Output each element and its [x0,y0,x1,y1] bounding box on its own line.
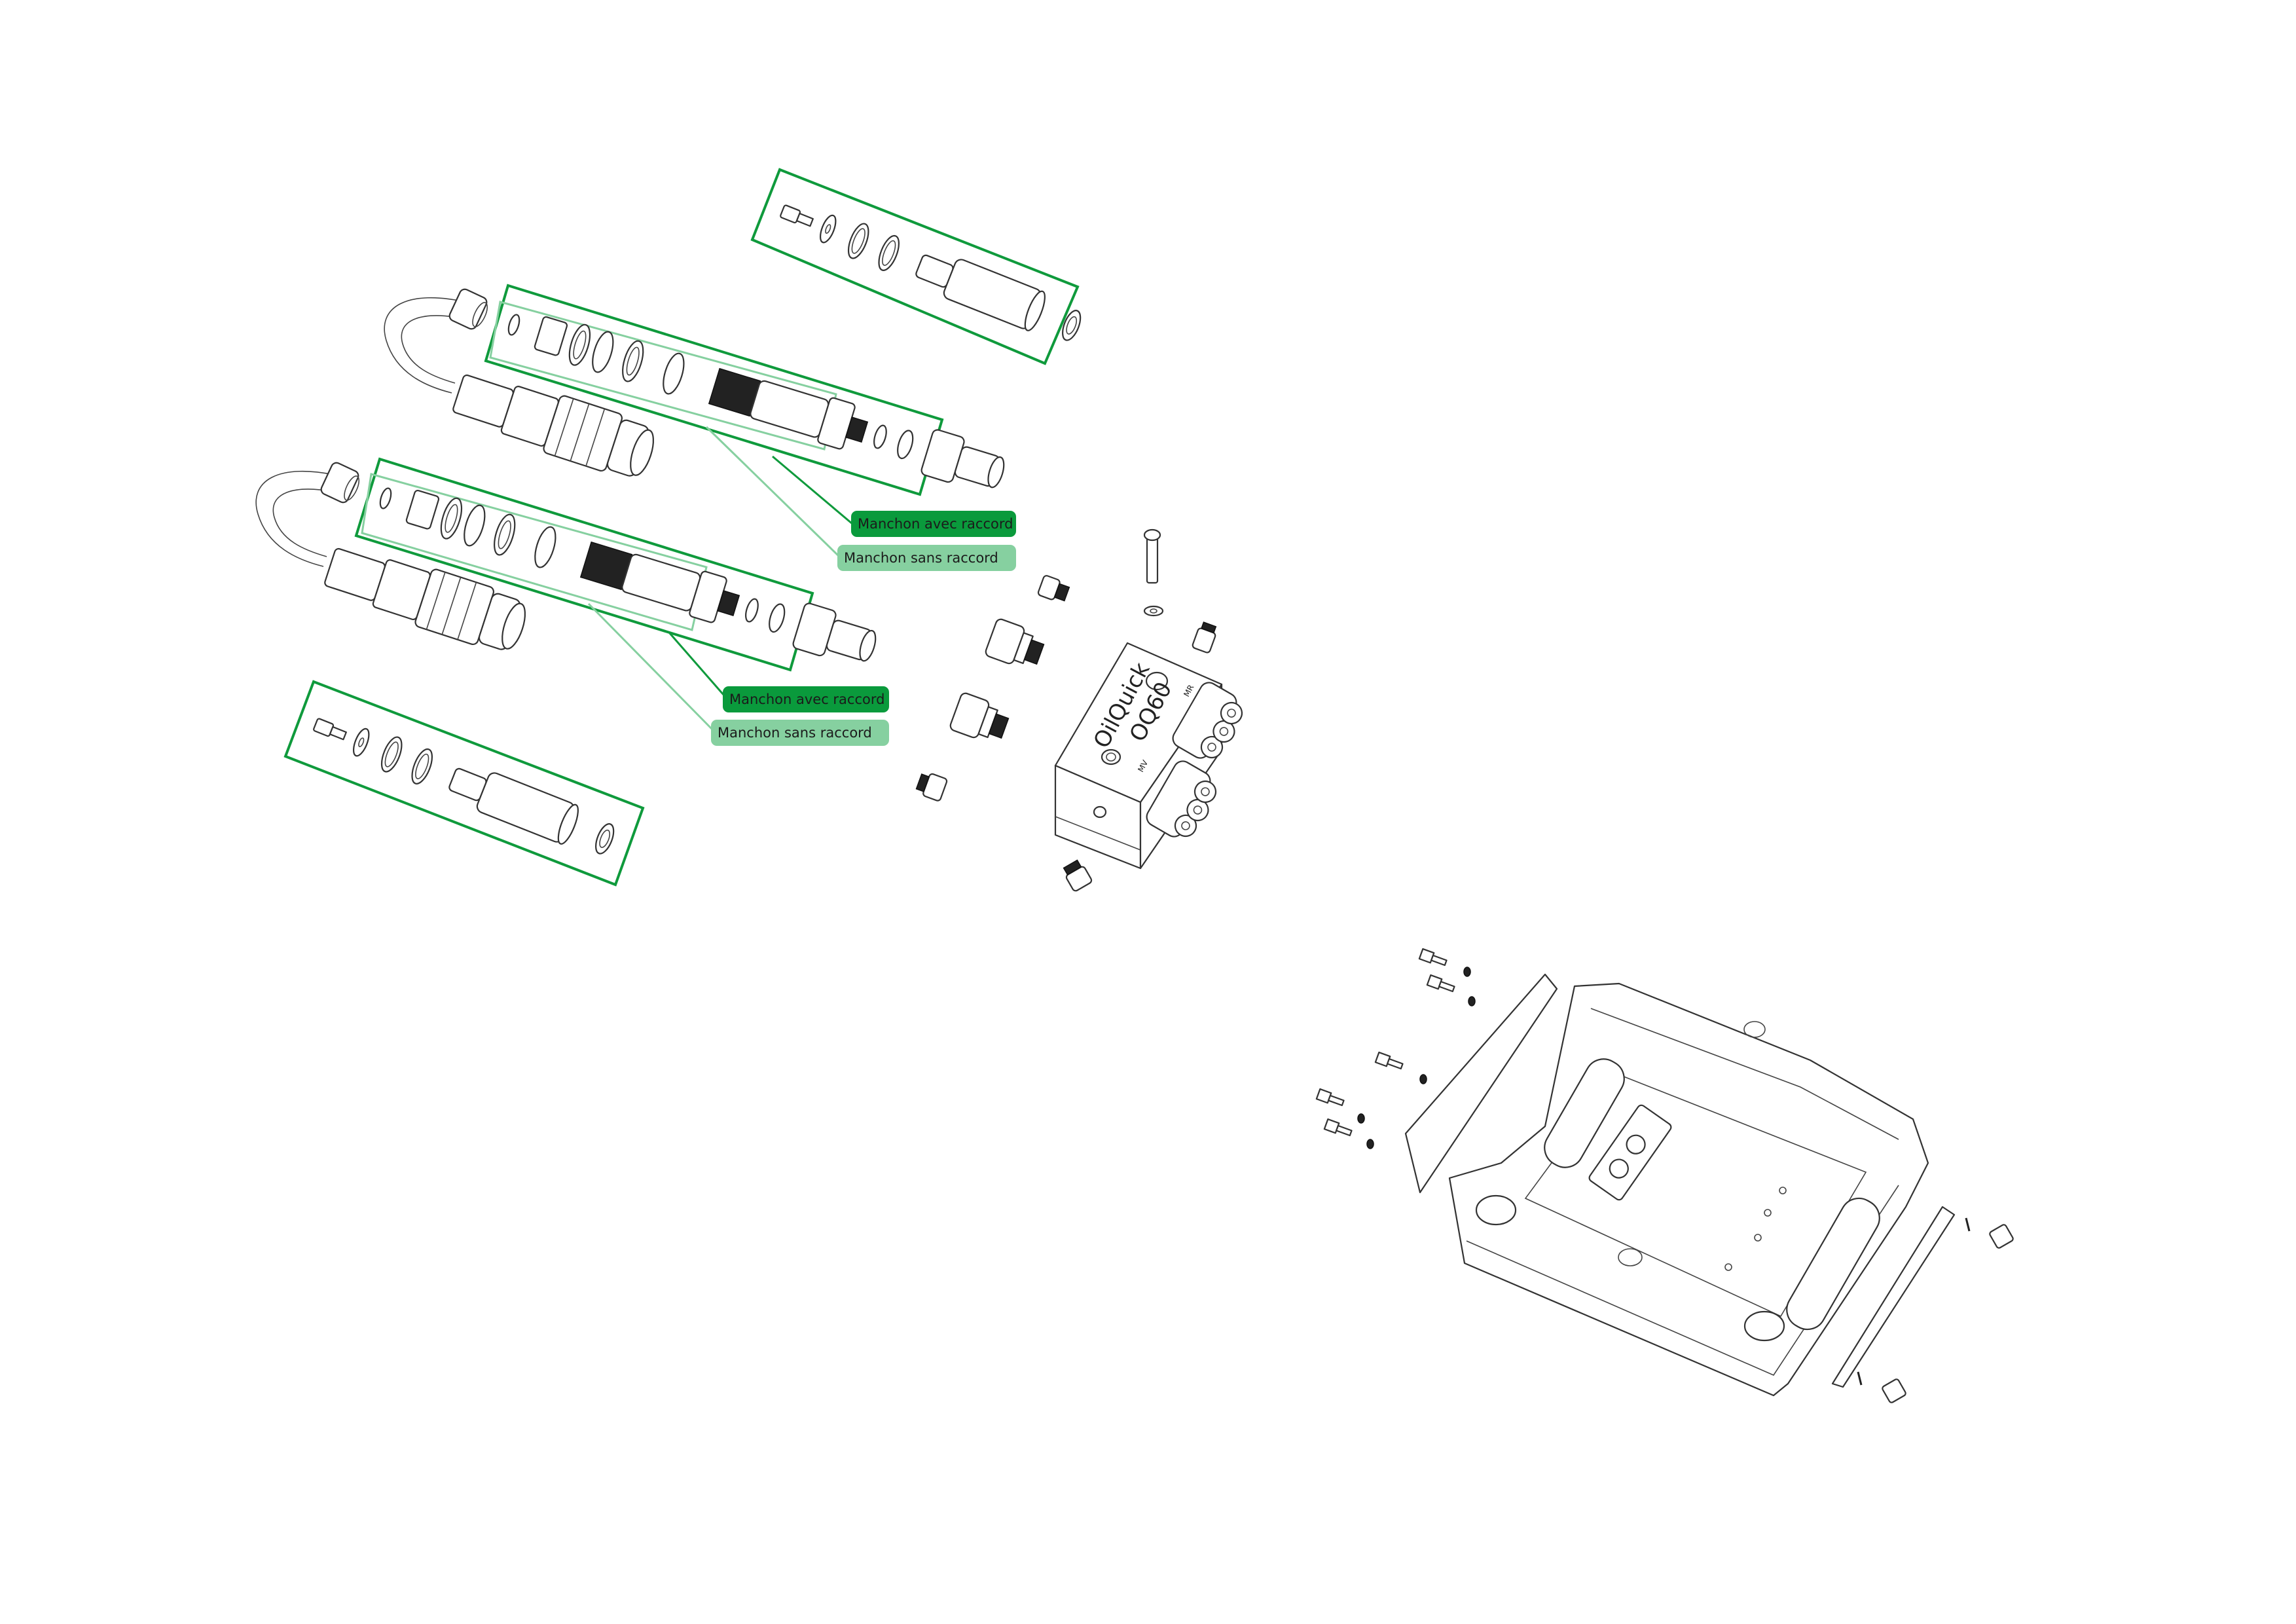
frame-bolts [1315,948,2014,1403]
side-bar-left [1404,973,1558,1194]
leader-line [772,455,853,525]
block-bolt [1143,528,1161,584]
callout-sleeve-without-fitting-upper: Manchon sans raccord [837,545,1016,571]
callout-sleeve-with-fitting-upper: Manchon avec raccord [851,511,1016,537]
plugs [915,528,1217,892]
valve-block: OilQuick OQ60 MV MR [1054,642,1243,870]
coupler-frame [1315,948,2014,1403]
kit-frame [750,168,1080,365]
callout-sleeve-with-fitting-lower: Manchon avec raccord [723,686,889,712]
side-bar-right [1831,1206,1956,1388]
seal-kit-bottom [283,680,645,887]
coupling-fittings [1146,682,1243,838]
leader-line [705,426,841,558]
hose-kit-lower [255,457,882,731]
mini-block [1588,1104,1672,1201]
hose-kit-upper [384,284,1010,558]
seal-kit-top [750,168,1087,365]
callout-sleeve-without-fitting-lower: Manchon sans raccord [711,720,889,746]
